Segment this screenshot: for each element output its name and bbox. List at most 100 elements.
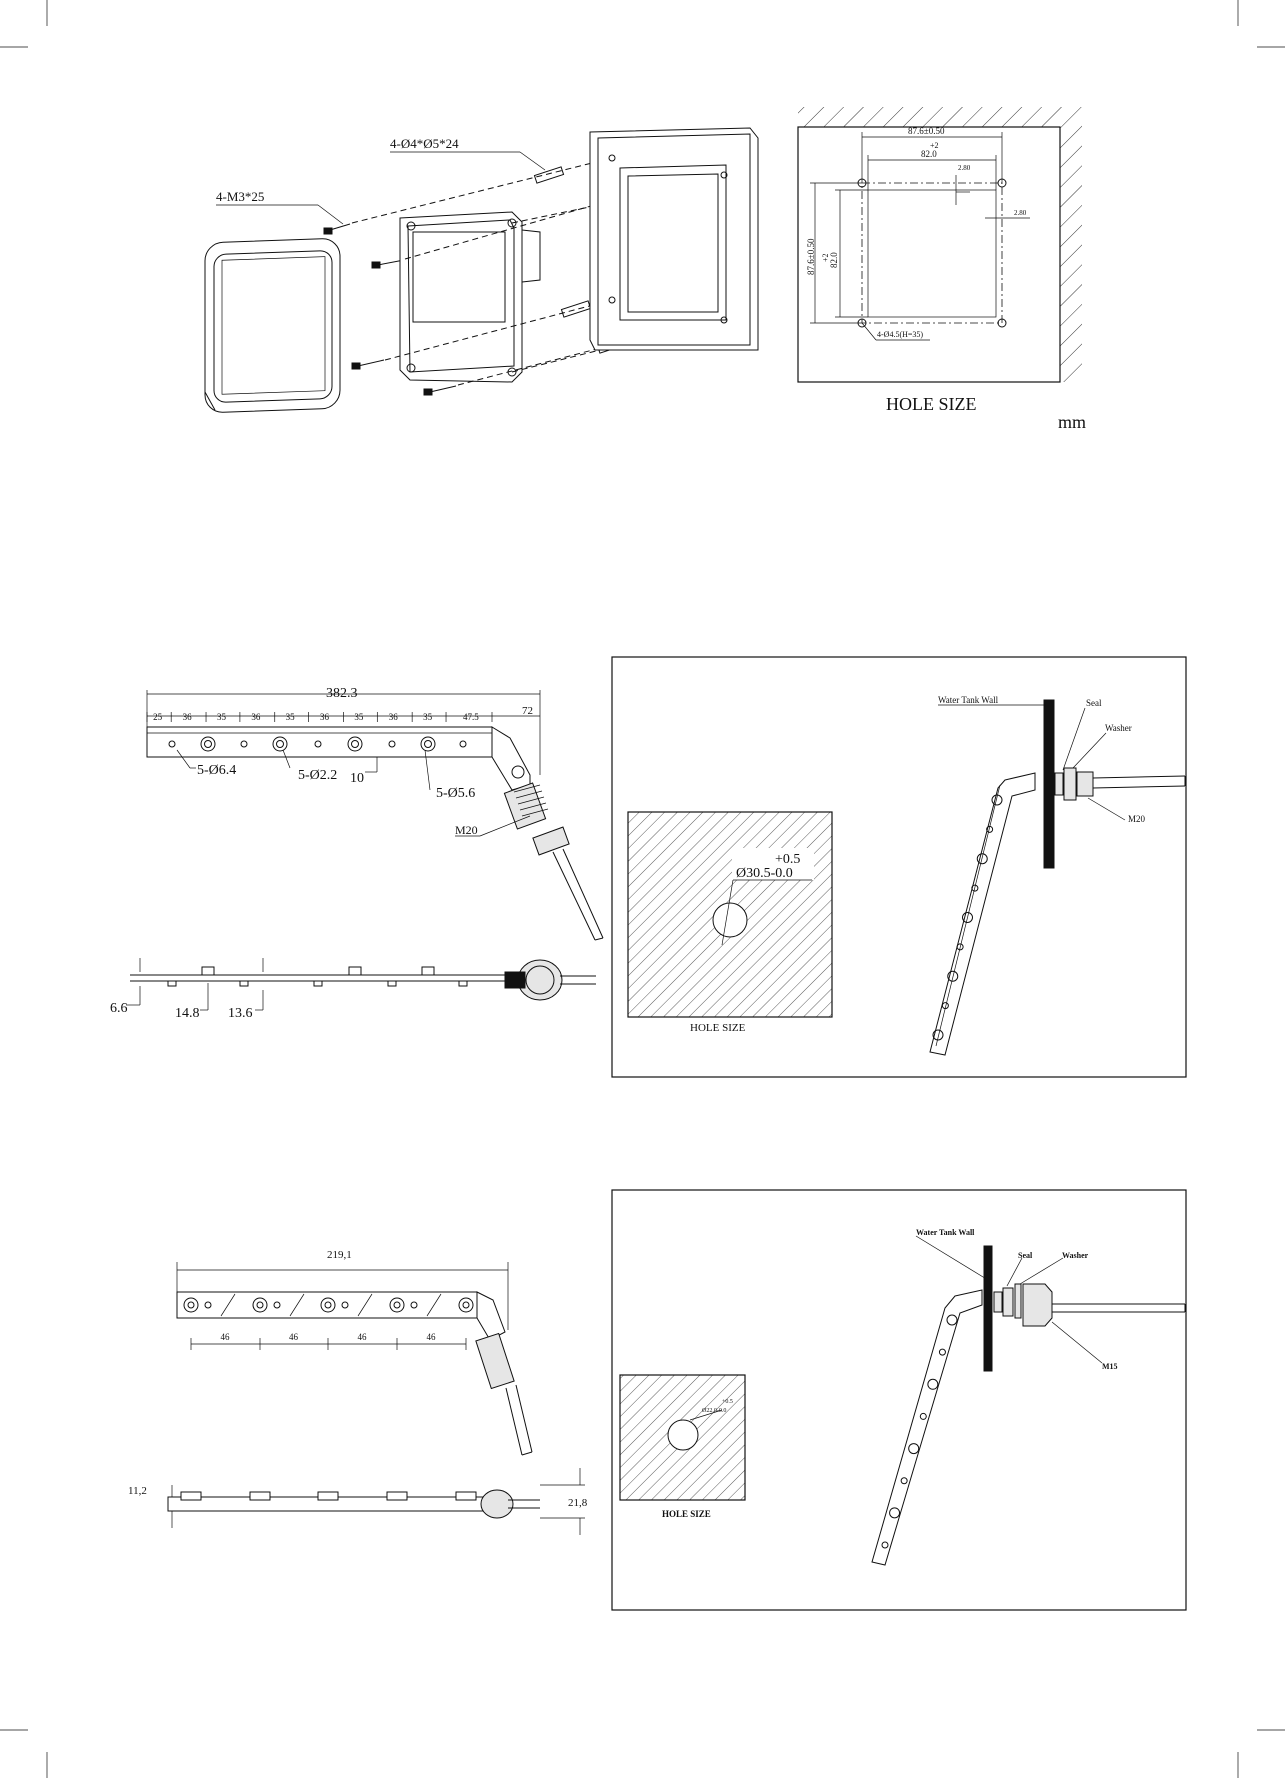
installed-short-hole [927, 1378, 939, 1390]
hole-dim-width-pos: +2 [930, 141, 939, 150]
short-segment-label: 46 [427, 1332, 437, 1342]
side-bump-bottom [239, 980, 249, 987]
installed-probe-hole [991, 794, 1003, 806]
probe-hole-small [314, 740, 322, 748]
short-probe-slot [289, 1293, 305, 1317]
installed-short-hole [900, 1477, 908, 1485]
hole-dim-height-tol: 87.6±0.50 [806, 238, 816, 275]
short-thread-label: M15 [1102, 1362, 1118, 1371]
probe-hole-large [347, 736, 363, 752]
long-side-w2: 13.6 [228, 1006, 253, 1021]
long-holes-b: 5-Ø2.2 [298, 768, 337, 783]
installed-probe-hole [976, 853, 988, 865]
short-side-bump [317, 1491, 339, 1501]
short-probe-hole [389, 1297, 405, 1313]
probe-hole-inner [351, 740, 359, 748]
segment-label: 36 [183, 712, 193, 722]
label-anchors: 4-Ø4*Ø5*24 [390, 136, 459, 151]
probe-hole-large [200, 736, 216, 752]
segment-label: 35 [217, 712, 227, 722]
unit-label: mm [1058, 412, 1086, 432]
short-washer-label: Washer [1062, 1251, 1089, 1260]
short-probe-hole [252, 1297, 268, 1313]
short-probe-hole [320, 1297, 336, 1313]
long-side-h: 6.6 [110, 1001, 128, 1016]
short-probe-side-view: 11,2 21,8 [128, 1468, 588, 1535]
long-side-w1: 14.8 [175, 1006, 200, 1021]
installed-probe-hole [932, 1029, 944, 1041]
instrument-housing [399, 211, 541, 383]
short-probe-hole [458, 1297, 474, 1313]
long-pitch: 10 [350, 771, 364, 786]
short-side-bump [180, 1491, 202, 1501]
short-probe-installed [871, 1283, 1186, 1566]
segment-label: 36 [320, 712, 330, 722]
long-probe-installed [929, 767, 1186, 1056]
probe-hole-inner [276, 740, 284, 748]
short-probe-hole [183, 1297, 199, 1313]
side-bump-top [348, 966, 362, 976]
probe-hole-small [459, 740, 467, 748]
long-hole-title: HOLE SIZE [690, 1022, 746, 1034]
short-total-length: 219,1 [327, 1249, 352, 1261]
side-bump-bottom [387, 980, 397, 987]
probe-hole-inner [204, 740, 212, 748]
installed-short-hole [889, 1507, 901, 1519]
short-hole-title: HOLE SIZE [662, 1509, 711, 1519]
hole-dim-offset-1: 2.80 [958, 164, 971, 172]
hole-callout: 4-Ø4.5(H=35) [877, 330, 923, 339]
probe-hole-small [240, 740, 248, 748]
long-holes-c: 5-Ø5.6 [436, 786, 475, 801]
segment-label: 36 [251, 712, 260, 722]
long-install-box: +0.5 Ø30.5-0.0 HOLE SIZE Water Tank Wall… [611, 656, 1187, 1078]
installed-short-hole [881, 1541, 889, 1549]
short-seal-label: Seal [1018, 1251, 1033, 1260]
long-total-length: 382.3 [326, 686, 358, 701]
installed-short-hole [908, 1443, 920, 1455]
side-bump-bottom [313, 980, 323, 987]
short-hole-dia: Ø22.0-0.0 [702, 1408, 726, 1414]
mounting-plate [589, 127, 759, 351]
side-bump-bottom [458, 980, 468, 987]
short-probe-pin [410, 1301, 418, 1309]
side-bump-top [421, 966, 435, 976]
panel-hole-title: HOLE SIZE [886, 394, 976, 414]
short-probe-hole-inner [187, 1301, 195, 1309]
assembly-guide-lines [351, 157, 721, 386]
short-probe-hole-inner [324, 1301, 332, 1309]
segment-label: 35 [286, 712, 296, 722]
short-hole-tol: +0.5 [722, 1399, 733, 1405]
installed-short-hole [946, 1314, 958, 1326]
short-probe-hole-inner [256, 1301, 264, 1309]
installed-probe-hole [947, 970, 959, 982]
hole-dim-width-nom: 82.0 [921, 149, 937, 159]
segment-label: 35 [423, 712, 433, 722]
short-side-bump [386, 1491, 408, 1501]
side-bump-bottom [167, 980, 177, 987]
probe-hole-large [420, 736, 436, 752]
probe-hole-small [388, 740, 396, 748]
short-probe-slot [426, 1293, 442, 1317]
installed-probe-hole [986, 825, 994, 833]
screw-set [323, 223, 457, 396]
short-probe-pin [341, 1301, 349, 1309]
long-washer-label: Washer [1105, 723, 1132, 733]
panel-hole-size-drawing: 87.6±0.50 +2 82.0 87.6±0.50 +2 82.0 2.80… [797, 107, 1086, 432]
short-segment-label: 46 [221, 1332, 231, 1342]
panel-mount-exploded-view: 4-M3*25 4-Ø4*Ø5*24 [204, 127, 759, 413]
label-screws: 4-M3*25 [216, 189, 264, 204]
short-segment-label: 46 [358, 1332, 368, 1342]
hole-dim-height-pos: +2 [821, 253, 830, 262]
hole-dim-offset-2: 2.80 [1014, 209, 1027, 217]
short-side-w: 21,8 [568, 1497, 588, 1509]
long-end-dim: 72 [522, 705, 533, 717]
installed-probe-hole [941, 1002, 949, 1010]
probe-hole-inner [424, 740, 432, 748]
short-side-bump [455, 1491, 477, 1501]
installed-short-hole [919, 1412, 927, 1420]
long-hole-tol: +0.5 [775, 852, 800, 867]
long-thread: M20 [455, 823, 478, 837]
short-side-bump [249, 1491, 271, 1501]
